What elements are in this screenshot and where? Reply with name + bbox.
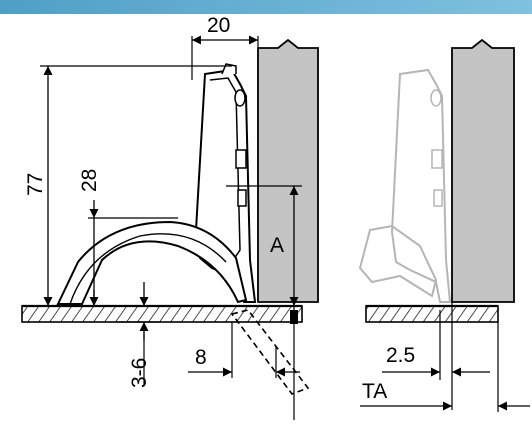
dimension-20-label: 20 xyxy=(207,14,230,37)
door-swing-outline xyxy=(230,309,310,395)
ghost-hinge-arm xyxy=(358,224,438,298)
mounting-base xyxy=(21,305,303,323)
dimension-28-label: 28 xyxy=(78,169,101,192)
dimension-77-label: 77 xyxy=(24,173,47,196)
dimension-TA-label: TA xyxy=(362,380,387,403)
ghost-hinge-cup xyxy=(390,68,452,303)
mounting-base-right xyxy=(365,305,499,323)
left-view: 20 77 28 A 3-6 8 xyxy=(21,14,319,420)
right-view: 2.5 TA xyxy=(358,38,530,412)
dimension-3-6-label: 3-6 xyxy=(128,358,151,388)
header-banner xyxy=(0,0,532,14)
dimension-8-label: 8 xyxy=(195,346,207,369)
dimension-A-label: A xyxy=(270,234,284,257)
cabinet-wall-right xyxy=(451,38,515,303)
dimension-2-5-label: 2.5 xyxy=(386,344,415,367)
cabinet-wall xyxy=(257,38,319,303)
